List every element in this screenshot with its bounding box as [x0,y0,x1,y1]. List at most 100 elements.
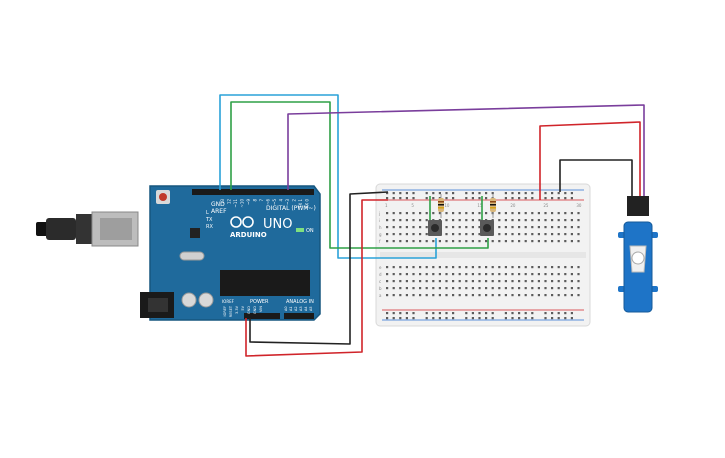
breadboard-hole[interactable] [531,233,534,236]
breadboard-hole[interactable] [537,280,540,283]
breadboard-hole[interactable] [399,197,402,200]
breadboard-hole[interactable] [425,266,428,269]
breadboard-hole[interactable] [518,294,521,297]
breadboard-hole[interactable] [498,233,501,236]
breadboard-hole[interactable] [577,287,580,290]
breadboard-hole[interactable] [511,280,514,283]
breadboard-hole[interactable] [432,280,435,283]
breadboard-hole[interactable] [386,226,389,229]
breadboard-hole[interactable] [577,294,580,297]
breadboard-hole[interactable] [392,212,395,215]
breadboard-hole[interactable] [511,233,514,236]
breadboard-hole[interactable] [452,287,455,290]
breadboard-hole[interactable] [438,212,441,215]
breadboard-hole[interactable] [465,192,468,195]
breadboard-hole[interactable] [425,233,428,236]
breadboard-hole[interactable] [386,266,389,269]
breadboard-hole[interactable] [564,312,567,315]
breadboard-hole[interactable] [557,212,560,215]
breadboard-hole[interactable] [531,287,534,290]
breadboard-hole[interactable] [471,280,474,283]
breadboard-hole[interactable] [465,197,468,200]
breadboard-hole[interactable] [419,212,422,215]
breadboard-hole[interactable] [557,226,560,229]
breadboard-hole[interactable] [498,240,501,243]
breadboard-hole[interactable] [551,312,554,315]
breadboard-hole[interactable] [438,294,441,297]
breadboard-hole[interactable] [524,280,527,283]
breadboard-hole[interactable] [458,280,461,283]
breadboard-hole[interactable] [392,294,395,297]
breadboard-hole[interactable] [524,233,527,236]
breadboard-hole[interactable] [438,317,441,320]
breadboard-hole[interactable] [438,192,441,195]
breadboard-hole[interactable] [551,197,554,200]
breadboard-hole[interactable] [425,312,428,315]
breadboard-hole[interactable] [551,280,554,283]
breadboard-hole[interactable] [392,240,395,243]
breadboard-hole[interactable] [544,280,547,283]
breadboard-hole[interactable] [478,219,481,222]
breadboard-hole[interactable] [498,212,501,215]
breadboard-hole[interactable] [478,197,481,200]
breadboard-hole[interactable] [478,287,481,290]
breadboard-hole[interactable] [419,233,422,236]
breadboard-hole[interactable] [405,233,408,236]
breadboard-hole[interactable] [511,266,514,269]
breadboard-hole[interactable] [445,294,448,297]
breadboard-hole[interactable] [405,226,408,229]
breadboard-hole[interactable] [405,273,408,276]
breadboard-hole[interactable] [504,192,507,195]
breadboard-hole[interactable] [518,240,521,243]
breadboard-hole[interactable] [438,273,441,276]
breadboard-hole[interactable] [405,317,408,320]
breadboard-hole[interactable] [557,287,560,290]
breadboard-hole[interactable] [419,273,422,276]
breadboard-hole[interactable] [392,233,395,236]
breadboard-hole[interactable] [524,266,527,269]
breadboard-hole[interactable] [524,197,527,200]
breadboard-hole[interactable] [419,240,422,243]
breadboard-hole[interactable] [524,273,527,276]
breadboard-hole[interactable] [524,294,527,297]
breadboard-hole[interactable] [564,294,567,297]
breadboard-hole[interactable] [498,266,501,269]
breadboard-hole[interactable] [557,192,560,195]
breadboard-hole[interactable] [445,317,448,320]
breadboard-hole[interactable] [518,317,521,320]
breadboard-hole[interactable] [471,317,474,320]
breadboard-hole[interactable] [504,287,507,290]
breadboard-hole[interactable] [445,197,448,200]
breadboard-hole[interactable] [544,233,547,236]
breadboard-hole[interactable] [405,192,408,195]
breadboard-hole[interactable] [425,219,428,222]
breadboard-hole[interactable] [504,212,507,215]
breadboard-hole[interactable] [405,197,408,200]
breadboard-hole[interactable] [491,273,494,276]
breadboard-hole[interactable] [564,233,567,236]
breadboard-hole[interactable] [425,212,428,215]
breadboard-hole[interactable] [471,226,474,229]
breadboard-hole[interactable] [537,266,540,269]
breadboard-hole[interactable] [412,197,415,200]
pushbutton-2-cap[interactable] [483,224,491,232]
breadboard-hole[interactable] [577,273,580,276]
breadboard-hole[interactable] [445,240,448,243]
breadboard-hole[interactable] [570,294,573,297]
breadboard-hole[interactable] [405,240,408,243]
breadboard-hole[interactable] [458,212,461,215]
breadboard-hole[interactable] [386,280,389,283]
breadboard-hole[interactable] [498,280,501,283]
breadboard-hole[interactable] [551,273,554,276]
breadboard-hole[interactable] [544,317,547,320]
breadboard-hole[interactable] [392,287,395,290]
breadboard-hole[interactable] [544,197,547,200]
breadboard-hole[interactable] [570,240,573,243]
breadboard-hole[interactable] [511,312,514,315]
breadboard-hole[interactable] [432,294,435,297]
breadboard-hole[interactable] [471,287,474,290]
breadboard-hole[interactable] [570,287,573,290]
breadboard-hole[interactable] [478,273,481,276]
breadboard-hole[interactable] [412,317,415,320]
breadboard-hole[interactable] [392,280,395,283]
